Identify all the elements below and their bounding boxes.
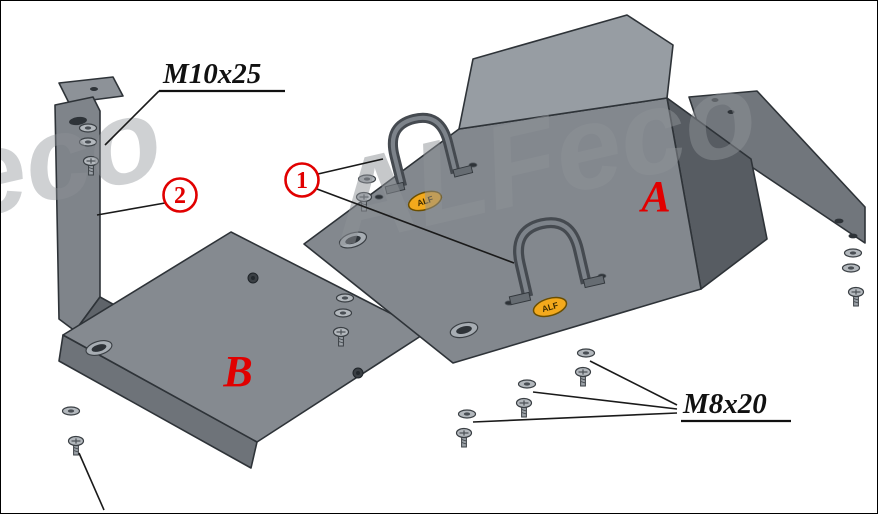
callout-1-number: 1 [296, 168, 308, 194]
label-part-b: B [222, 347, 252, 396]
right-arm-fasteners [841, 248, 865, 307]
badge-oval [407, 190, 443, 212]
badge-oval [532, 296, 568, 318]
label-m8x20: M8x20 [682, 388, 767, 420]
badge-label: ALF [416, 194, 435, 209]
skid-plate-a [303, 14, 866, 364]
bolt [847, 286, 865, 307]
washer [576, 348, 596, 358]
washer [841, 263, 861, 273]
washer [335, 293, 355, 303]
callout-2-number: 2 [174, 183, 186, 209]
bracket-slot-hole [69, 116, 87, 126]
plate-b-fasteners [61, 406, 85, 456]
plate-b-screw-head [247, 272, 259, 284]
washer [517, 379, 537, 389]
callout-1-circle [284, 162, 320, 198]
callout-2: 2 [162, 177, 198, 213]
leader-callout-2 [96, 202, 166, 216]
bolt [67, 435, 85, 456]
callout-1: 1 [284, 162, 320, 198]
bolt-m8x20 [515, 397, 533, 418]
bolt-m8x20 [574, 366, 592, 387]
washer [61, 406, 81, 416]
bolt-m8x20 [455, 427, 473, 448]
plate-a-top-flange [458, 14, 674, 130]
arm-hole [727, 110, 735, 114]
bracket-tab-hole [90, 87, 98, 91]
washer [457, 409, 477, 419]
brand-badge: ALF [407, 190, 443, 212]
label-m10x25: M10x25 [162, 58, 261, 90]
washer [333, 308, 353, 318]
leader-m8x20-c [472, 412, 678, 423]
leader-m10x25 [104, 90, 160, 146]
plate-b-screw-head [352, 367, 364, 379]
leader-callout-1b [316, 188, 515, 264]
leader-m8x20-a [589, 360, 678, 406]
bolts-m8x20-cluster [455, 348, 596, 448]
label-part-a: A [638, 172, 670, 221]
leader-bottom-left [78, 452, 105, 511]
arm-hole [834, 218, 844, 224]
skid-plate-b [58, 231, 428, 469]
washer [843, 248, 863, 258]
leader-m8x20-b [532, 391, 678, 410]
leader-callout-1a [317, 158, 384, 175]
arm-hole [848, 233, 858, 239]
brand-badge: ALF [532, 296, 568, 318]
leader-lines [78, 90, 678, 511]
callout-2-circle [162, 177, 198, 213]
badge-label: ALF [541, 300, 560, 314]
arm-hole [711, 98, 719, 102]
